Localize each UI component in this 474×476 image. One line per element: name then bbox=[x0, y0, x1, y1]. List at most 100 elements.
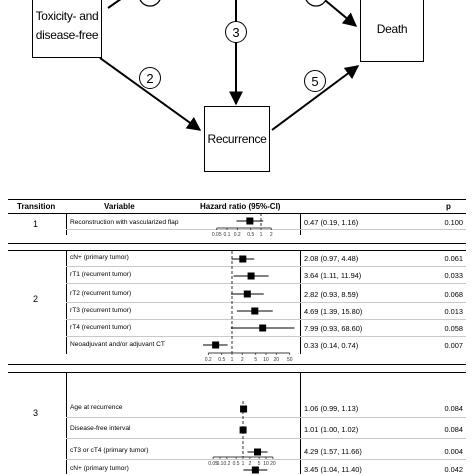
block3-tick-label-1: 0.05 bbox=[208, 461, 218, 467]
block3-row3-hr: 4.29 (1.57, 11.66) bbox=[304, 447, 362, 456]
block2-row6-variable: Neoadjuvant and/or adjuvant CT bbox=[70, 341, 165, 348]
block2-row1-rule bbox=[66, 266, 466, 267]
arrow-transition-4 bbox=[323, 0, 358, 27]
block2-tick-label-1: 0.2 bbox=[205, 357, 212, 363]
block2-row5-hr: 7.99 (0.93, 68.60) bbox=[304, 324, 363, 333]
block3-row2-variable: Disease-free interval bbox=[70, 425, 131, 432]
header-hazard-ratio: Hazard ratio (95%-CI) bbox=[200, 202, 281, 211]
header-p: p bbox=[446, 202, 451, 211]
node-toxicity-disease-free: Toxicity- and disease-free bbox=[32, 0, 102, 58]
block2-row1-variable: cN+ (primary tumor) bbox=[70, 254, 129, 261]
block2-tick-label-6: 10 bbox=[263, 357, 269, 363]
block1-tick-label-1: 0.05 bbox=[212, 232, 222, 238]
block3-row2-p: 0.084 bbox=[444, 425, 464, 434]
block2-row4-estimate bbox=[251, 307, 259, 315]
block3-col-right bbox=[300, 372, 301, 474]
transition-diagram bbox=[99, 0, 360, 131]
block2-transition: 2 bbox=[33, 294, 39, 304]
block1-row1-variable: Reconstruction with vascularized flap bbox=[70, 219, 179, 226]
block3-col-left bbox=[66, 372, 67, 474]
block2-row2-p: 0.033 bbox=[444, 271, 464, 280]
block2-row4-variable: rT3 (recurrent tumor) bbox=[70, 307, 132, 314]
block3-row1-rule bbox=[66, 417, 466, 418]
block2-row1-hr: 2.08 (0.97, 4.48) bbox=[304, 254, 359, 263]
arrow-transition-2 bbox=[99, 57, 202, 131]
block2-row3-variable: rT2 (recurrent tumor) bbox=[70, 290, 132, 297]
block3-tick-label-2: 0.1 bbox=[217, 461, 224, 467]
block2-tick-label-8: 50 bbox=[287, 357, 293, 363]
block2-top-rule bbox=[8, 250, 466, 251]
block2-row4-hr: 4.69 (1.39, 15.80) bbox=[304, 307, 363, 316]
block1-row1-hr: 0.47 (0.19, 1.16) bbox=[304, 218, 359, 227]
block3-tick-label-4: 0.5 bbox=[233, 461, 240, 467]
block3-row1-estimate bbox=[240, 405, 248, 413]
block3-tick-label-9: 20 bbox=[270, 461, 276, 467]
block2-row5-p: 0.058 bbox=[444, 324, 464, 333]
block2-row4-p: 0.013 bbox=[444, 307, 464, 316]
block1-tick-label-3: 0.2 bbox=[234, 232, 241, 238]
block3-tick-label-3: 0.2 bbox=[223, 461, 230, 467]
block3-row1-p: 0.084 bbox=[444, 404, 464, 413]
block1-col-left bbox=[66, 213, 67, 235]
block3-row4-p: 0.042 bbox=[444, 465, 464, 474]
node-death: Death bbox=[360, 0, 424, 62]
block1-row1-p: 0.100 bbox=[444, 218, 464, 227]
block3-tick-label-6: 2 bbox=[249, 461, 252, 467]
block1-tick-label-4: 0.5 bbox=[247, 232, 254, 238]
block2-row4-rule bbox=[66, 319, 466, 320]
transition-5-label: 5 bbox=[311, 73, 319, 89]
block3-row3-p: 0.004 bbox=[444, 447, 464, 456]
block2-row2-rule bbox=[66, 283, 466, 284]
block2-row3-p: 0.068 bbox=[444, 290, 464, 299]
transition-5-marker: 5 bbox=[304, 70, 326, 92]
arrow-transition-5 bbox=[271, 65, 360, 131]
header-top-rule bbox=[8, 199, 466, 200]
block2-bottom-rule bbox=[8, 364, 466, 365]
transition-2-label: 2 bbox=[146, 70, 154, 86]
block3-row3-estimate bbox=[254, 448, 262, 456]
arrow-transition-1 bbox=[107, 0, 122, 9]
transition-2-marker: 2 bbox=[139, 67, 161, 89]
block3-row3-variable: cT3 or cT4 (primary tumor) bbox=[70, 447, 149, 454]
block3-tick-label-5: 1 bbox=[242, 461, 245, 467]
node-recurrence: Recurrence bbox=[204, 106, 270, 172]
block3-transition: 3 bbox=[33, 408, 39, 418]
block1-row1-estimate bbox=[246, 217, 254, 225]
block2-row6-hr: 0.33 (0.14, 0.74) bbox=[304, 341, 359, 350]
block3-tick-label-8: 10 bbox=[263, 461, 269, 467]
block2-row5-rule bbox=[66, 336, 466, 337]
block2-row1-estimate bbox=[239, 255, 247, 263]
block3-row2-rule bbox=[66, 438, 466, 439]
block2-row5-estimate bbox=[259, 324, 267, 332]
block3-row2-estimate bbox=[239, 426, 247, 434]
block3-row4-estimate bbox=[251, 466, 259, 474]
block3-row1-variable: Age at recurrence bbox=[70, 404, 123, 411]
block3-row4-variable: cN+ (primary tumor) bbox=[70, 465, 129, 472]
header-transition: Transition bbox=[17, 202, 56, 211]
block1-tick-label-5: 1 bbox=[260, 232, 263, 238]
block1-transition: 1 bbox=[33, 219, 39, 229]
block1-tick-label-2: 0.1 bbox=[224, 232, 231, 238]
block2-row2-hr: 3.64 (1.11, 11.94) bbox=[304, 271, 362, 280]
block1-row1-rule bbox=[66, 229, 466, 230]
block3-row4-hr: 3.45 (1.04, 11.40) bbox=[304, 465, 362, 474]
block1-tick-label-6: 2 bbox=[270, 232, 273, 238]
node-toxicity-label: Toxicity- and disease-free bbox=[35, 9, 99, 42]
node-death-label: Death bbox=[376, 21, 408, 36]
block2-row3-hr: 2.82 (0.93, 8.59) bbox=[304, 290, 359, 299]
block3-row1-hr: 1.06 (0.99, 1.13) bbox=[304, 404, 359, 413]
block3-row3-rule bbox=[66, 459, 466, 460]
block3-row2-hr: 1.01 (1.00, 1.02) bbox=[304, 425, 359, 434]
header-variable: Variable bbox=[104, 202, 135, 211]
node-recurrence-label: Recurrence bbox=[207, 131, 267, 146]
block1-bottom-rule bbox=[8, 243, 466, 244]
block2-tick-label-5: 5 bbox=[254, 357, 257, 363]
block2-row2-estimate bbox=[247, 272, 255, 280]
block2-tick-label-3: 1 bbox=[231, 357, 234, 363]
block3-top-rule bbox=[8, 372, 466, 373]
block2-tick-label-7: 20 bbox=[273, 357, 279, 363]
block2-row6-estimate bbox=[212, 341, 220, 349]
header-bottom-rule bbox=[8, 213, 466, 214]
